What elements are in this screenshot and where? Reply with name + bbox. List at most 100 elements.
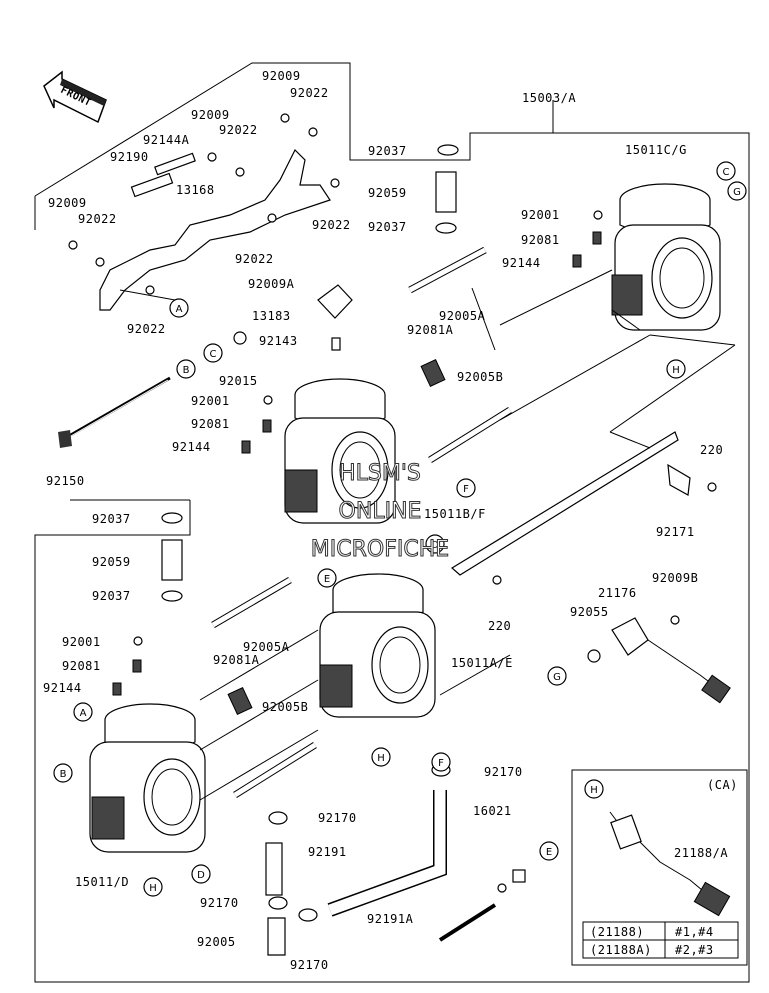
part-13183 bbox=[317, 284, 353, 319]
washer-92022-1 bbox=[308, 127, 318, 137]
callout-H-1: H bbox=[672, 365, 680, 376]
label-92144-1: 92144 bbox=[502, 256, 541, 270]
washer-92022-3 bbox=[95, 257, 105, 267]
label-92022-5: 92022 bbox=[235, 252, 274, 266]
ca-inset: (CA) (21188) #1,#4 (21188A) #2,#3 bbox=[571, 769, 748, 966]
callout-H-4: H bbox=[590, 785, 598, 796]
label-92144-3: 92144 bbox=[43, 681, 82, 695]
callout-F-2: F bbox=[438, 758, 444, 769]
small-parts bbox=[112, 144, 731, 956]
callout-C-1: C bbox=[210, 349, 217, 360]
label-92059-2: 92059 bbox=[92, 555, 131, 569]
label-92022-3: 92022 bbox=[78, 212, 117, 226]
callout-A-1: A bbox=[176, 304, 183, 315]
callout-D-2: D bbox=[197, 870, 205, 881]
label-92191: 92191 bbox=[308, 845, 347, 859]
label-92015: 92015 bbox=[219, 374, 258, 388]
label-92170-4: 92170 bbox=[290, 958, 329, 972]
label-92022-2: 92022 bbox=[219, 123, 258, 137]
callout-B-2: B bbox=[60, 769, 67, 780]
washer-92022-6 bbox=[330, 178, 340, 188]
label-92009A: 92009A bbox=[248, 277, 295, 291]
tube-92059-top bbox=[435, 171, 457, 213]
label-92005: 92005 bbox=[197, 935, 236, 949]
label-92170-3: 92170 bbox=[200, 896, 239, 910]
label-16021: 16021 bbox=[473, 804, 512, 818]
nut-92015 bbox=[233, 331, 247, 345]
label-92143: 92143 bbox=[259, 334, 298, 348]
label-92001-1: 92001 bbox=[521, 208, 560, 222]
callout-G-1: G bbox=[733, 187, 741, 198]
label-92190: 92190 bbox=[110, 150, 149, 164]
label-92037-4: 92037 bbox=[92, 589, 131, 603]
front-arrow: FRONT bbox=[43, 70, 107, 124]
carburetor-15011BF bbox=[284, 378, 396, 524]
screw-92009-2 bbox=[207, 152, 217, 162]
callout-E-2: E bbox=[546, 847, 552, 858]
callout-E-1: E bbox=[324, 574, 330, 585]
tube-92059-bottom bbox=[161, 539, 183, 581]
label-92081A-1: 92081A bbox=[407, 323, 454, 337]
ring-92055 bbox=[587, 649, 601, 663]
watermark-line1: HLSM'S bbox=[339, 461, 421, 486]
carburetor-15011D bbox=[89, 703, 206, 853]
label-92037-2: 92037 bbox=[368, 220, 407, 234]
spring-92081A-1 bbox=[420, 358, 446, 388]
ca-row1-cyl: #1,#4 bbox=[675, 925, 714, 939]
rail bbox=[450, 431, 679, 576]
clamp-92037-1 bbox=[437, 144, 459, 156]
label-92005A-2: 92005A bbox=[243, 640, 290, 654]
label-15003A: 15003/A bbox=[522, 91, 576, 105]
label-92170-2: 92170 bbox=[318, 811, 357, 825]
ca-row2-part: (21188A) bbox=[590, 943, 652, 957]
part-labels: 15003/A 92009 92022 92009 92022 92144A 9… bbox=[43, 69, 728, 972]
label-92037-1: 92037 bbox=[368, 144, 407, 158]
hose-92191 bbox=[265, 842, 283, 896]
label-92009-1: 92009 bbox=[262, 69, 301, 83]
label-92009-3: 92009 bbox=[48, 196, 87, 210]
label-92009-2: 92009 bbox=[191, 108, 230, 122]
label-15011D: 15011/D bbox=[75, 875, 129, 889]
label-92081-2: 92081 bbox=[191, 417, 230, 431]
label-92001-2: 92001 bbox=[191, 394, 230, 408]
label-92144A: 92144A bbox=[143, 133, 190, 147]
label-21176: 21176 bbox=[598, 586, 637, 600]
callout-B-1: B bbox=[183, 365, 190, 376]
callout-H-2: H bbox=[377, 753, 385, 764]
callout-F-1: F bbox=[463, 484, 469, 495]
label-92150: 92150 bbox=[46, 474, 85, 488]
watermark: HLSM'S ONLINE MICROFICHE bbox=[310, 461, 449, 563]
label-220-1: 220 bbox=[700, 443, 723, 457]
label-92081-1: 92081 bbox=[521, 233, 560, 247]
label-92022-6: 92022 bbox=[312, 218, 351, 232]
washer-92022-5 bbox=[267, 213, 277, 223]
main-frame bbox=[34, 62, 750, 983]
bracket-13168 bbox=[99, 148, 331, 311]
spring-92144A bbox=[154, 152, 196, 176]
label-92144-2: 92144 bbox=[172, 440, 211, 454]
bolt-92150 bbox=[58, 376, 171, 448]
label-15011BF: 15011B/F bbox=[424, 507, 486, 521]
group-frames bbox=[34, 62, 750, 983]
spring-92081A-2 bbox=[227, 686, 253, 716]
pin-92190 bbox=[130, 172, 174, 198]
washer-92022-2 bbox=[235, 167, 245, 177]
bracket-assembly bbox=[68, 113, 340, 311]
screw-92009-1 bbox=[280, 113, 290, 123]
ca-row2-cyl: #2,#3 bbox=[675, 943, 714, 957]
callout-H-3: H bbox=[149, 883, 157, 894]
label-92001-3: 92001 bbox=[62, 635, 101, 649]
label-15011CG: 15011C/G bbox=[625, 143, 687, 157]
label-92005B-2: 92005B bbox=[262, 700, 308, 714]
label-92171: 92171 bbox=[656, 525, 695, 539]
label-92037-3: 92037 bbox=[92, 512, 131, 526]
callout-C-2: C bbox=[723, 167, 730, 178]
label-92005B-1: 92005B bbox=[457, 370, 503, 384]
callout-D-1: D bbox=[431, 540, 439, 551]
joint-92005 bbox=[267, 917, 286, 956]
label-92081-3: 92081 bbox=[62, 659, 101, 673]
callouts: A B C C G H F D E G A B H F D H E H bbox=[53, 161, 747, 897]
part-92143 bbox=[331, 337, 341, 351]
label-92170-1: 92170 bbox=[484, 765, 523, 779]
